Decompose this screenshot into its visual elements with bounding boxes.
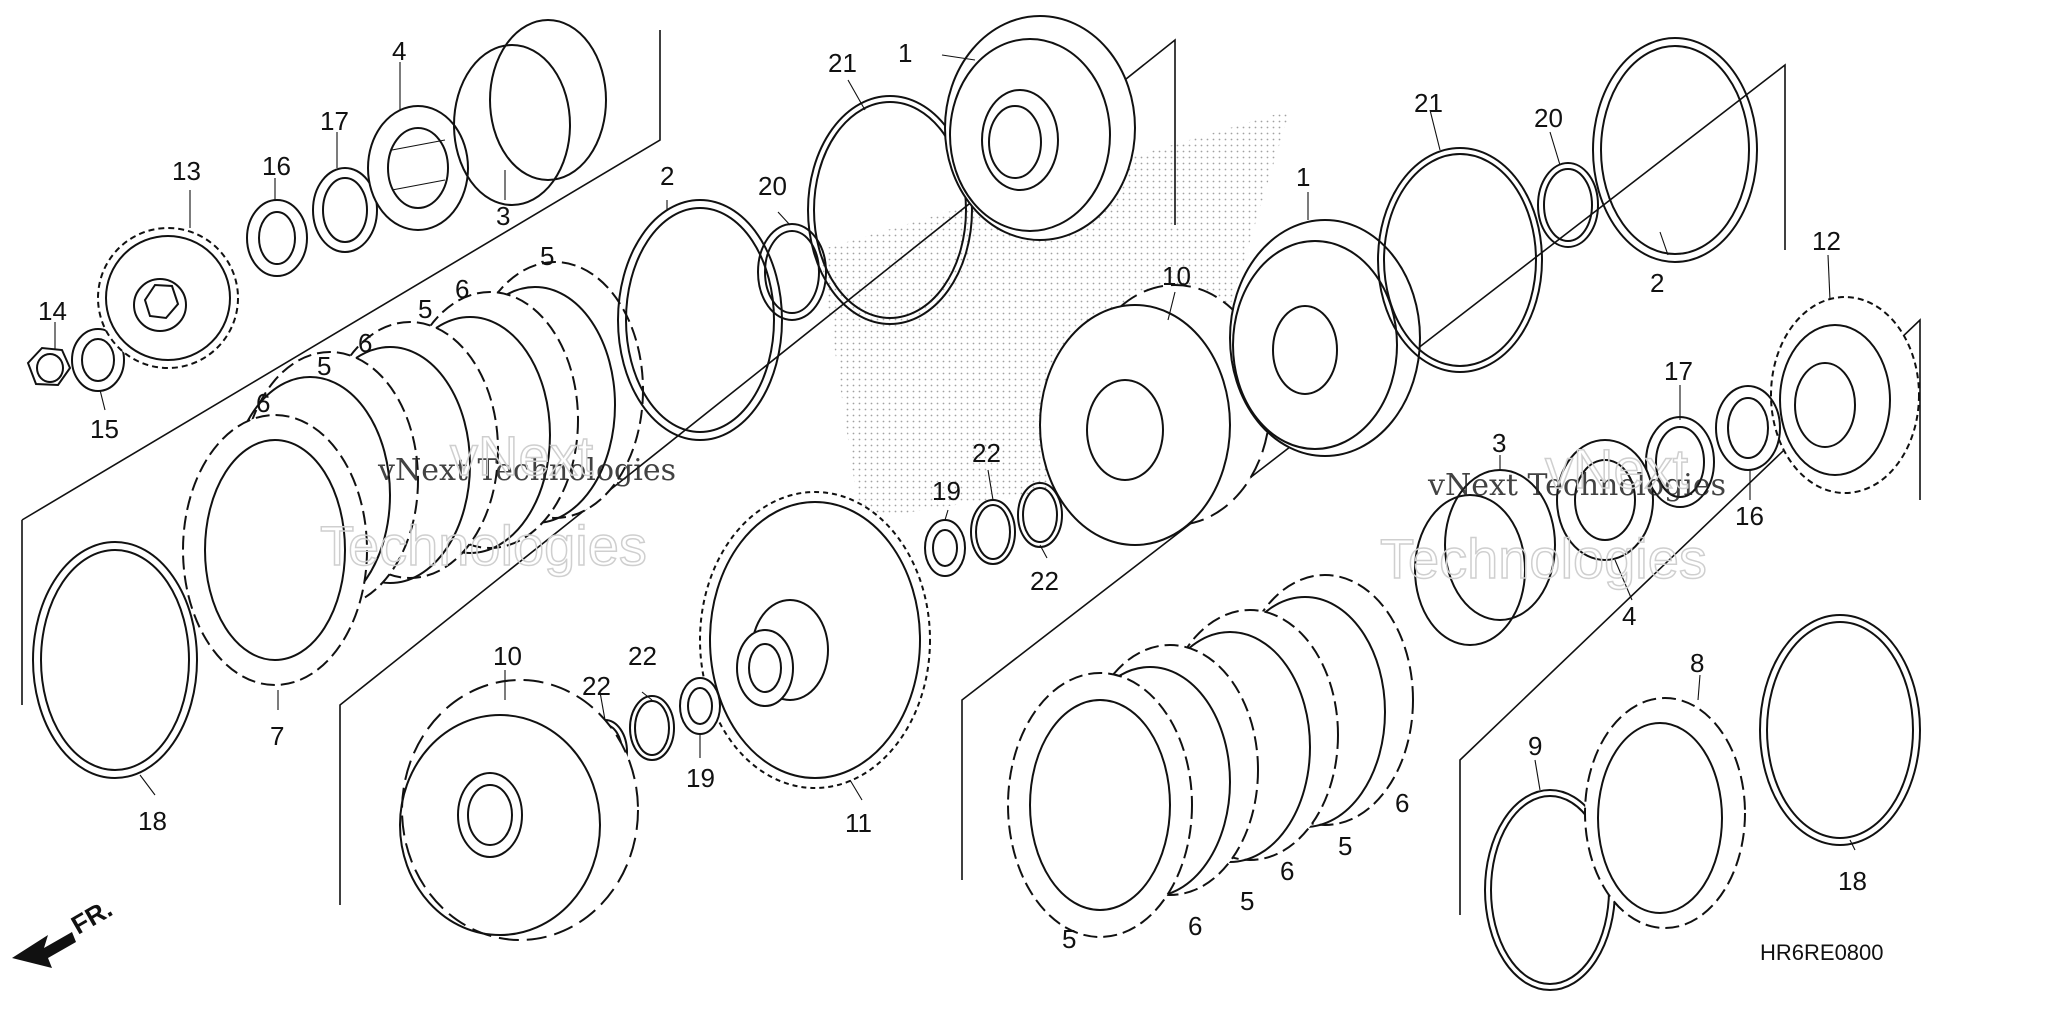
callout-7: 7 xyxy=(270,721,284,751)
front-direction-label: FR. xyxy=(66,893,117,940)
callout-11: 11 xyxy=(845,808,872,838)
callout-2-right: 2 xyxy=(1650,268,1664,298)
part-18-snap-ring-right xyxy=(1759,614,1921,846)
part-14-nut xyxy=(26,346,72,387)
part-15-washer xyxy=(71,328,125,392)
part-8-plate xyxy=(1584,697,1746,929)
callout-4-right: 4 xyxy=(1622,601,1636,631)
part-12-gear xyxy=(1770,296,1920,494)
callout-10-center: 10 xyxy=(1162,261,1191,291)
callout-22-center-bottom: 22 xyxy=(1030,566,1059,596)
callout-21-right: 21 xyxy=(1414,88,1443,118)
callout-21-center: 21 xyxy=(828,48,857,78)
callout-2-center: 2 xyxy=(660,161,674,191)
callout-5-right-1: 5 xyxy=(1062,924,1076,954)
part-17-snap-ring xyxy=(312,167,378,253)
callout-20-right: 20 xyxy=(1534,103,1563,133)
callout-17-left: 17 xyxy=(320,106,349,136)
callout-5-left-2: 5 xyxy=(418,294,432,324)
callout-8: 8 xyxy=(1690,648,1704,678)
callout-1-center: 1 xyxy=(898,38,912,68)
part-2-snap-ring-right xyxy=(1592,37,1758,263)
part-13-gear xyxy=(97,227,239,369)
callout-16-left: 16 xyxy=(262,151,291,181)
part-16-washer xyxy=(246,199,308,277)
watermark: vNext Technologies vNext Technologies vN… xyxy=(319,423,1726,591)
callout-3-left: 3 xyxy=(496,201,510,231)
callout-15: 15 xyxy=(90,414,119,444)
front-arrow-icon xyxy=(12,932,76,968)
part-11-gear xyxy=(699,491,931,789)
watermark-text-right: vNext Technologies xyxy=(1427,468,1726,503)
part-19-bearing-lower xyxy=(679,677,721,735)
part-2-snap-ring-center xyxy=(617,199,783,441)
callout-6-left-2: 6 xyxy=(358,328,372,358)
callout-18-right: 18 xyxy=(1838,866,1867,896)
callout-14: 14 xyxy=(38,296,67,326)
callout-6-right-1: 6 xyxy=(1188,911,1202,941)
part-1-piston-right xyxy=(1229,219,1421,457)
callout-6-right-2: 6 xyxy=(1280,856,1294,886)
watermark-outline-right-1: vNext xyxy=(1545,437,1689,500)
part-10-drum-center xyxy=(1039,284,1271,546)
watermark-text-left: vNext Technologies xyxy=(377,453,676,488)
group-frames xyxy=(21,30,1921,915)
callout-5-right-3: 5 xyxy=(1338,831,1352,861)
callout-22-lower-left: 22 xyxy=(582,671,611,701)
clutch-pack-right xyxy=(1007,574,1414,938)
part-21-o-ring-right xyxy=(1377,147,1543,373)
front-direction-indicator: FR. xyxy=(12,893,117,968)
callout-6-right-3: 6 xyxy=(1395,788,1409,818)
watermark-outline-left-2: Technologies xyxy=(320,514,647,577)
callout-10-lower: 10 xyxy=(493,641,522,671)
callout-5-left-1: 5 xyxy=(317,351,331,381)
part-20-o-ring-center xyxy=(757,223,827,321)
callout-18-left: 18 xyxy=(138,806,167,836)
part-3-spring-rings xyxy=(453,19,607,206)
callout-12: 12 xyxy=(1812,226,1841,256)
callout-22-lower-right: 22 xyxy=(628,641,657,671)
callout-5-right-2: 5 xyxy=(1240,886,1254,916)
part-4-plate-right xyxy=(1556,439,1654,561)
part-16-washer-right xyxy=(1715,385,1781,471)
callout-20-center: 20 xyxy=(758,171,787,201)
callout-5-left-3: 5 xyxy=(540,241,554,271)
watermark-outline-right-2: Technologies xyxy=(1380,527,1707,590)
part-20-o-ring-right xyxy=(1537,162,1599,248)
callout-1-right: 1 xyxy=(1296,162,1310,192)
callout-19-center: 19 xyxy=(932,476,961,506)
callout-4-left: 4 xyxy=(392,36,406,66)
part-1-piston-center xyxy=(944,15,1136,241)
part-4-plate xyxy=(367,105,469,231)
callout-13: 13 xyxy=(172,156,201,186)
callout-17-right: 17 xyxy=(1664,356,1693,386)
watermark-outline-left-1: vNext xyxy=(450,424,594,487)
callout-3-right: 3 xyxy=(1492,428,1506,458)
diagram-code: HR6RE0800 xyxy=(1760,940,1884,965)
part-19-bearing-center xyxy=(924,519,966,577)
part-21-o-ring-center xyxy=(807,95,973,325)
callout-9: 9 xyxy=(1528,731,1542,761)
callout-22-center-top: 22 xyxy=(972,438,1001,468)
callout-6-left-1: 6 xyxy=(256,388,270,418)
leader-lines xyxy=(54,54,1856,851)
part-18-snap-ring-left xyxy=(32,541,198,779)
callout-labels: 4 17 16 13 14 15 3 2 20 21 1 1 21 20 2 1… xyxy=(38,36,1867,954)
callout-19-lower: 19 xyxy=(686,763,715,793)
callout-6-left-3: 6 xyxy=(455,274,469,304)
callout-16-right: 16 xyxy=(1735,501,1764,531)
part-10-drum-lower xyxy=(399,679,639,941)
